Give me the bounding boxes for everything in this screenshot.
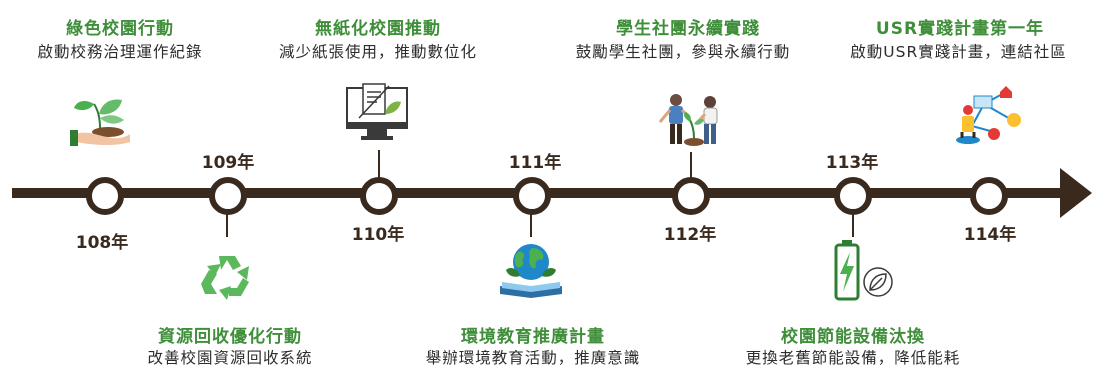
title-109: 資源回收優化行動 — [158, 327, 302, 347]
year-113: 113年 — [825, 153, 879, 173]
battery-leaf-icon — [834, 240, 893, 301]
plant-in-hand-icon — [70, 99, 130, 146]
recycle-icon — [201, 256, 249, 300]
timeline-arrow-head — [1060, 168, 1092, 218]
title-112: 學生社團永續實踐 — [616, 19, 760, 39]
tick-111 — [530, 205, 532, 237]
node-114 — [970, 177, 1008, 215]
node-108 — [86, 177, 124, 215]
title-108: 綠色校園行動 — [66, 19, 174, 39]
globe-book-icon — [500, 244, 562, 298]
tick-113 — [852, 205, 854, 237]
year-112: 112年 — [663, 225, 717, 245]
year-109: 109年 — [201, 153, 255, 173]
tick-110 — [378, 150, 380, 180]
node-112 — [672, 177, 710, 215]
desc-110: 減少紙張使用，推動數位化 — [278, 43, 477, 61]
paperless-monitor-icon — [346, 83, 408, 140]
title-114: USR實踐計畫第一年 — [875, 19, 1045, 39]
tick-112 — [690, 152, 692, 180]
year-114: 114年 — [963, 225, 1017, 245]
year-111: 111年 — [508, 153, 562, 173]
node-110 — [360, 177, 398, 215]
year-110: 110年 — [351, 225, 405, 245]
desc-111: 舉辦環境教育活動，推廣意識 — [425, 349, 641, 367]
year-108: 108年 — [75, 233, 129, 253]
desc-112: 鼓勵學生社團，參與永續行動 — [575, 43, 791, 61]
title-113: 校園節能設備汰換 — [781, 327, 925, 347]
node-113 — [834, 177, 872, 215]
tick-109 — [226, 205, 228, 237]
node-111 — [513, 177, 551, 215]
title-111: 環境教育推廣計畫 — [461, 327, 605, 347]
desc-113: 更換老舊節能設備，降低能耗 — [745, 349, 961, 367]
community-network-icon — [956, 86, 1021, 144]
students-planting-icon — [658, 94, 718, 146]
desc-108: 啟動校務治理運作紀錄 — [37, 43, 203, 61]
desc-109: 改善校園資源回收系統 — [147, 349, 313, 367]
desc-114: 啟動USR實踐計畫，連結社區 — [850, 43, 1067, 61]
node-109 — [209, 177, 247, 215]
title-110: 無紙化校園推動 — [315, 19, 441, 39]
